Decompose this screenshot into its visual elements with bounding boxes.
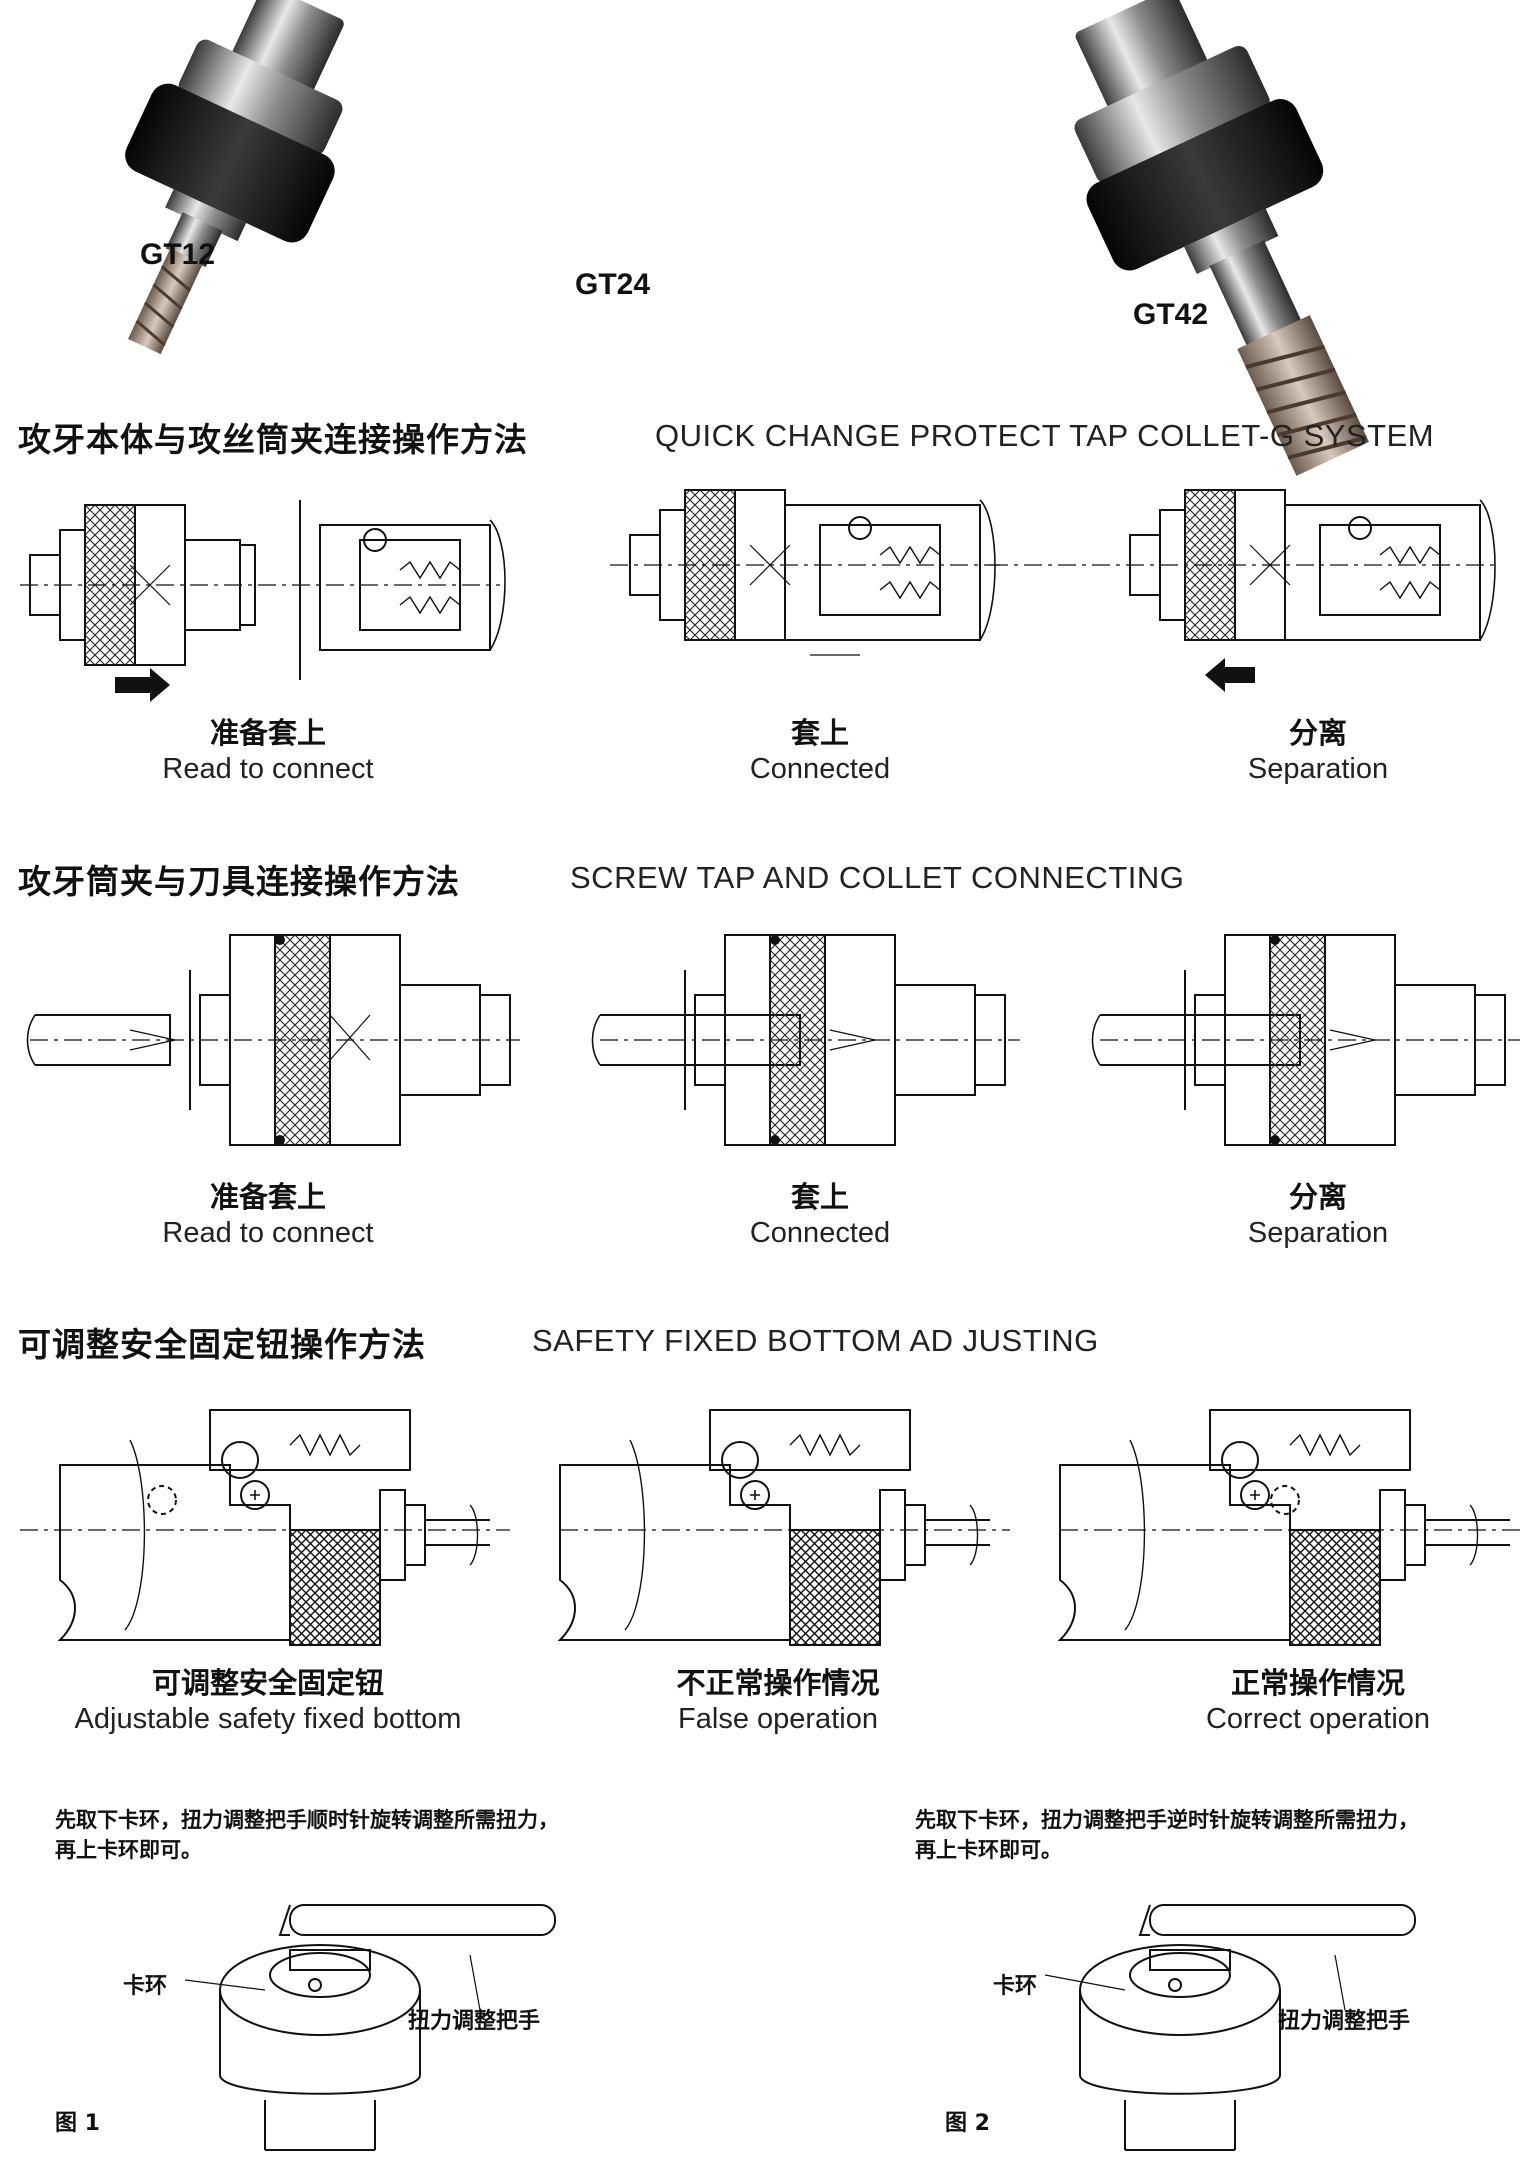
figure2-note-line2: 再上卡环即可。 <box>915 1838 1062 1862</box>
model-label-gt42: GT42 <box>1133 298 1209 331</box>
gt42-product-image <box>1074 0 1369 476</box>
section2-title-cn: 攻牙筒夹与刀具连接操作方法 <box>18 862 460 901</box>
s1-step1-cn: 准备套上 <box>209 716 326 750</box>
figure2-note-line1: 先取下卡环，扭力调整把手逆时针旋转调整所需扭力， <box>915 1808 1419 1832</box>
s3-diagram-correct <box>1057 1409 1520 1646</box>
figure1-label-ring: 卡环 <box>123 1974 168 1999</box>
figure2-caption: 图 2 <box>945 2111 990 2136</box>
section3-diagrams <box>20 1409 1520 1646</box>
s3-step3-en: Correct operation <box>1205 1703 1431 1735</box>
s3-step2-en: False operation <box>678 1703 878 1735</box>
figure1-note-line2: 再上卡环即可。 <box>55 1838 202 1862</box>
s1-step3-cn: 分离 <box>1288 716 1347 750</box>
figure1-note: 先取下卡环，扭力调整把手顺时针旋转调整所需扭力， 再上卡环即可。 <box>55 1805 559 1865</box>
section1-title-en: QUICK CHANGE PROTECT TAP COLLET-G SYSTEM <box>655 418 1435 453</box>
s1-diagram-separation <box>990 489 1500 692</box>
s3-diagram-false <box>557 1409 1010 1646</box>
s2-diagram-ready <box>26 934 520 1146</box>
model-label-gt12: GT12 <box>140 238 216 271</box>
s3-diagram-adjustable <box>20 1409 510 1646</box>
figure1-caption: 图 1 <box>55 2111 100 2136</box>
model-label-gt24: GT24 <box>575 268 651 301</box>
s2-step2-en: Connected <box>749 1217 891 1249</box>
s2-step3-cn: 分离 <box>1288 1180 1347 1214</box>
figure2-label-handle: 扭力调整把手 <box>1278 2009 1411 2034</box>
s1-step2-cn: 套上 <box>790 716 849 750</box>
figure1-note-line1: 先取下卡环，扭力调整把手顺时针旋转调整所需扭力， <box>55 1808 559 1832</box>
s2-step3-en: Separation <box>1247 1217 1389 1249</box>
s1-step1-en: Read to connect <box>162 753 374 785</box>
s1-diagram-connected <box>610 489 1000 656</box>
section3-title-cn: 可调整安全固定钮操作方法 <box>18 1325 426 1364</box>
figure1-drawing <box>184 1904 556 2151</box>
s1-step2-en: Connected <box>749 753 891 785</box>
s2-diagram-separation <box>1091 934 1520 1146</box>
s2-step1-en: Read to connect <box>162 1217 374 1249</box>
section3-title-en: SAFETY FIXED BOTTOM AD JUSTING <box>532 1323 1099 1358</box>
figure2-note: 先取下卡环，扭力调整把手逆时针旋转调整所需扭力， 再上卡环即可。 <box>915 1805 1419 1865</box>
s2-step2-cn: 套上 <box>790 1180 849 1214</box>
s3-step1-en: Adjustable safety fixed bottom <box>74 1703 462 1735</box>
gt12-product-image <box>125 0 344 355</box>
figure2-label-ring: 卡环 <box>993 1974 1038 1999</box>
section1-title-cn: 攻牙本体与攻丝筒夹连接操作方法 <box>18 420 528 459</box>
s3-step2-cn: 不正常操作情况 <box>676 1666 880 1700</box>
section2-diagrams <box>26 934 1520 1146</box>
s2-step1-cn: 准备套上 <box>209 1180 326 1214</box>
s3-step1-cn: 可调整安全固定钮 <box>151 1666 384 1700</box>
s1-diagram-ready <box>20 500 506 702</box>
section2-title-en: SCREW TAP AND COLLET CONNECTING <box>570 860 1185 895</box>
figure1-label-handle: 扭力调整把手 <box>408 2009 541 2034</box>
s3-step3-cn: 正常操作情况 <box>1230 1666 1405 1700</box>
figure2-drawing <box>1044 1904 1416 2151</box>
s1-step3-en: Separation <box>1247 753 1389 785</box>
section1-diagrams <box>20 489 1500 702</box>
s2-diagram-connected <box>591 934 1020 1146</box>
